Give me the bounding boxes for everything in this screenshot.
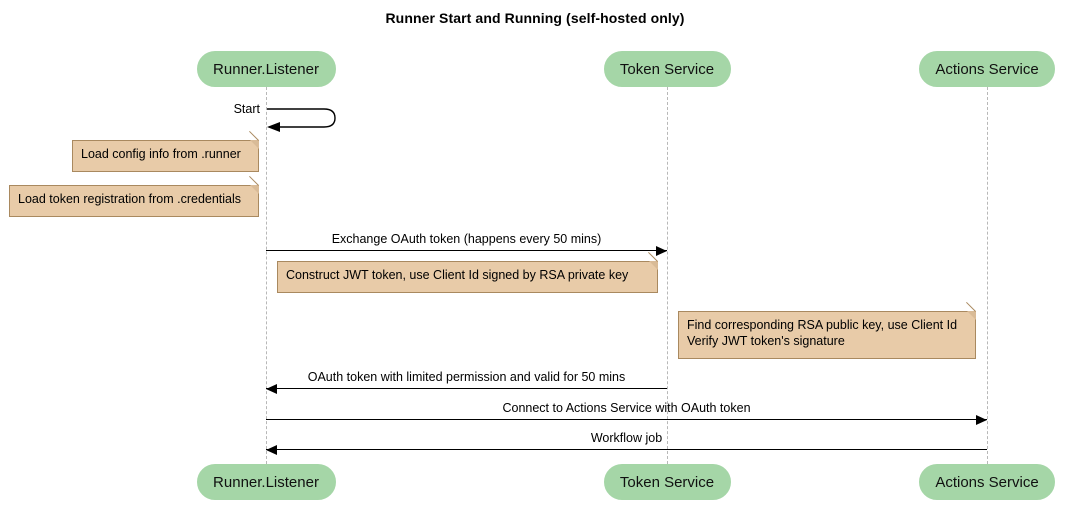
message-label-start: Start (233, 102, 260, 116)
message-label-oauth-token-response: OAuth token with limited permission and … (307, 370, 626, 384)
note-fold-corner-icon (250, 185, 259, 194)
message-arrowhead-exchange-oauth-token (656, 245, 667, 256)
participant-label: Token Service (619, 60, 715, 78)
participant-label: Token Service (619, 473, 715, 491)
participant-actions-top[interactable]: Actions Service (919, 51, 1055, 87)
message-arrowhead-connect-to-actions-service (976, 414, 987, 425)
note-text: Find corresponding RSA public key, use C… (687, 318, 958, 348)
participant-token-top[interactable]: Token Service (603, 51, 731, 87)
participant-label: Runner.Listener (213, 60, 319, 78)
lifeline-token (667, 87, 668, 464)
lifeline-runner (266, 87, 267, 464)
message-label-connect-to-actions-service: Connect to Actions Service with OAuth to… (502, 401, 751, 415)
message-label-exchange-oauth-token: Exchange OAuth token (happens every 50 m… (331, 232, 602, 246)
note-fold-corner-icon (649, 261, 658, 270)
message-arrowhead-oauth-token-response (266, 383, 277, 394)
note-verify-jwt-token: Find corresponding RSA public key, use C… (678, 301, 976, 359)
participant-runner-bottom[interactable]: Runner.Listener (196, 464, 336, 500)
message-line-connect-to-actions-service (266, 419, 987, 420)
message-line-workflow-job (266, 449, 987, 450)
participant-label: Actions Service (935, 473, 1039, 491)
message-arrowhead-workflow-job (266, 444, 277, 455)
note-construct-jwt-token: Construct JWT token, use Client Id signe… (277, 251, 658, 293)
participant-token-bottom[interactable]: Token Service (603, 464, 731, 500)
note-text: Load token registration from .credential… (18, 192, 242, 206)
participant-label: Actions Service (935, 60, 1039, 78)
note-load-config-info: Load config info from .runner (72, 130, 259, 172)
participant-actions-bottom[interactable]: Actions Service (919, 464, 1055, 500)
note-text: Load config info from .runner (81, 147, 241, 161)
participant-label: Runner.Listener (213, 473, 319, 491)
page-title: Runner Start and Running (self-hosted on… (385, 10, 685, 26)
note-load-token-registration: Load token registration from .credential… (9, 175, 259, 217)
lifeline-actions (987, 87, 988, 464)
note-text: Construct JWT token, use Client Id signe… (286, 268, 629, 282)
participant-runner-top[interactable]: Runner.Listener (196, 51, 336, 87)
note-fold-corner-icon (250, 140, 259, 149)
message-start-selfloop (267, 108, 336, 132)
note-fold-corner-icon (967, 311, 976, 320)
message-label-workflow-job: Workflow job (590, 431, 663, 445)
message-line-exchange-oauth-token (266, 250, 667, 251)
message-line-oauth-token-response (266, 388, 667, 389)
